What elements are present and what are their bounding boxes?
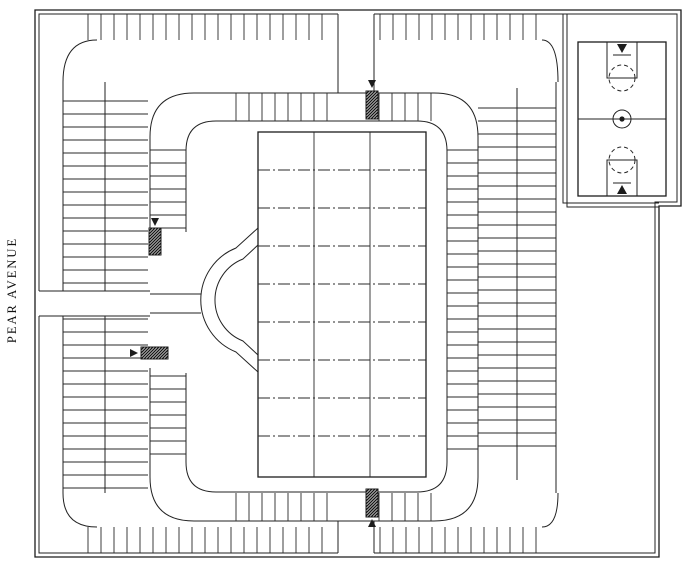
boundary-inner-line-topleft: [38, 13, 338, 291]
boundary-inner-line-right: [374, 13, 678, 554]
west-entrance-drive: [39, 290, 150, 317]
parking-row-bottom: [87, 527, 537, 553]
entry-walkway: [150, 293, 201, 314]
corner-curb-arc-bottom-right: [541, 492, 559, 528]
loop-parking-left: [150, 149, 186, 455]
hoop-top: [613, 44, 631, 56]
site-boundary: [34, 9, 682, 558]
keynote-marker-north: [368, 80, 376, 88]
drive-loop-inner-curb: [185, 120, 448, 493]
boundary-outer-line: [34, 9, 682, 558]
entry-plaza-arcs: [200, 227, 259, 373]
entry-plaza-arc-inner: [214, 244, 259, 356]
parking-row-top: [87, 14, 537, 40]
hoop-bottom: [613, 182, 631, 194]
loop-parking-right: [447, 149, 478, 450]
keynote-marker-west-upper: [151, 218, 159, 226]
corner-curb-arc-top-right: [541, 39, 559, 83]
street-label: PEAR AVENUE: [5, 237, 19, 343]
crosswalk-hatch-south: [365, 488, 379, 518]
building-footprint: [257, 131, 427, 478]
crosswalk-hatch-west-upper: [148, 227, 162, 256]
loop-parking-top: [235, 93, 432, 121]
center-dot: [619, 116, 625, 122]
keynote-markers: [130, 80, 376, 527]
key-top: [606, 41, 638, 79]
key-bottom: [606, 159, 638, 197]
corner-curb-arcs: [62, 39, 559, 528]
boundary-inner-line-bottomleft: [38, 316, 338, 554]
keynote-marker-west-lower: [130, 349, 138, 357]
crosswalk-hatch-north: [365, 90, 379, 120]
center-circle: [612, 109, 632, 129]
corner-curb-arc-top-left: [62, 39, 98, 83]
crosswalk-hatch-west-lower: [140, 346, 169, 360]
parking-column-right: [478, 82, 557, 493]
loop-parking-bottom: [235, 493, 432, 521]
free-throw-circle-bottom: [608, 146, 636, 174]
building-roof-grid: [258, 169, 426, 437]
entry-plaza-arc-outer: [200, 227, 259, 373]
annex-divider: [562, 14, 659, 208]
keynote-marker-south: [368, 519, 376, 527]
building-column-lines: [313, 132, 371, 477]
free-throw-circle-top: [608, 64, 636, 92]
drive-loop-outer-curb: [149, 92, 479, 522]
basketball-court: [577, 41, 667, 197]
corner-curb-arc-bottom-left: [62, 492, 98, 528]
building-outline: [257, 131, 427, 478]
north-driveway: [337, 14, 375, 93]
parking-column-left: [62, 82, 148, 493]
drive-loop: [149, 92, 479, 522]
